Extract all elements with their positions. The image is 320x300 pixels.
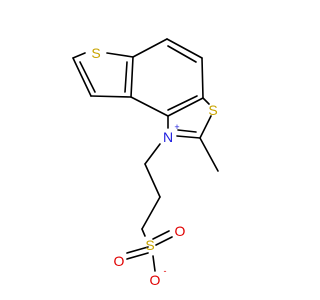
bond-s-o-double-1b (126, 246, 149, 254)
atom-s-thiazole: S (208, 102, 217, 118)
atom-n-thiazolium: N (163, 129, 173, 145)
atom-o-anion: O (150, 272, 161, 288)
bond-n-ch2 (144, 143, 161, 165)
bond-c4-c5 (166, 38, 203, 59)
bond-c9b-c3a (130, 96, 169, 117)
atom-o-double-1: O (114, 253, 125, 269)
bond-c2-thiazole-n-inner (177, 129, 197, 133)
bond-s-thiophene-c7a (106, 52, 134, 58)
atom-s-sulfonate: S (145, 237, 154, 253)
bond-lines (72, 38, 219, 272)
atom-labels: S S N + S O O O - (91, 45, 217, 288)
bond-c2-s-thiophene (72, 52, 86, 59)
bond-c4-c5-inner (167, 45, 197, 63)
atom-s-thiophene: S (91, 45, 100, 61)
bond-c5a-c9b (167, 97, 204, 117)
bond-c3-c3a (90, 95, 132, 98)
charge-o-minus: - (164, 266, 167, 276)
bond-s-o-double-2a (152, 230, 170, 240)
bond-ch2-ch2-2 (141, 196, 161, 230)
bond-c5-c5a (201, 57, 204, 99)
atom-o-double-2: O (175, 223, 186, 239)
bond-c7a-c4 (132, 38, 168, 58)
bond-c7a-c7a-inner (124, 61, 128, 93)
bond-methyl (199, 137, 219, 172)
charge-n-plus: + (174, 122, 179, 132)
bond-c5a-c9b-inner (167, 95, 198, 111)
bond-s-o-double-1a (126, 252, 149, 260)
bond-c2-thiazole-n (176, 135, 201, 139)
bond-c5a-s-thiazole (202, 97, 210, 105)
bond-s-o-anion (152, 255, 156, 272)
bond-s-thiazole-c2-thiazole (199, 115, 212, 139)
bond-c2-c3 (72, 57, 92, 97)
bond-c7a-c3a (130, 56, 134, 98)
bond-c2-c3-inner (79, 61, 96, 93)
bond-ch2-s-sulfonate (141, 228, 146, 237)
chemical-structure-diagram: S S N + S O O O - (72, 38, 219, 288)
bond-s-o-double-2b (155, 236, 173, 246)
bond-ch2-ch2 (144, 163, 161, 198)
